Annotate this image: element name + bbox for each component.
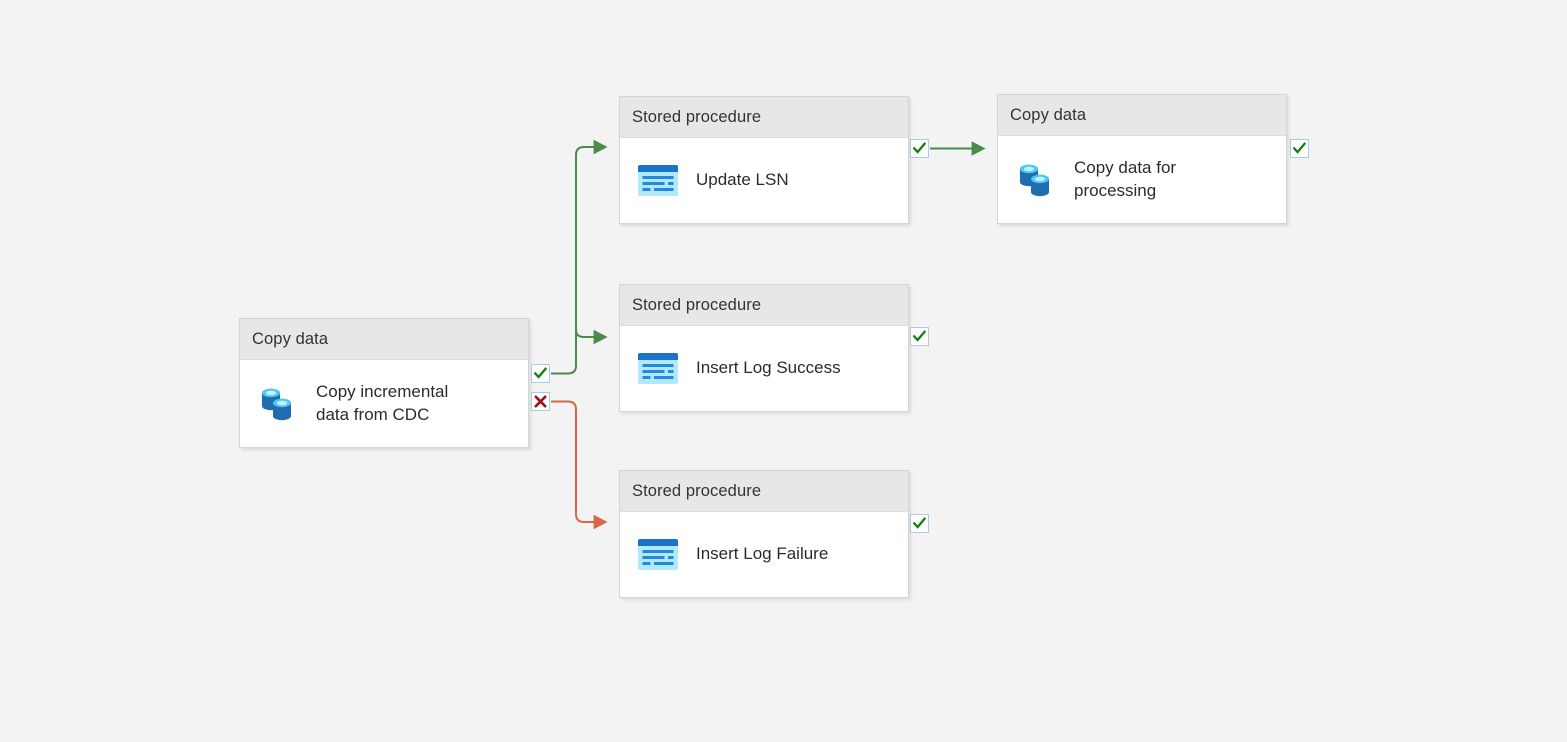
status-badge-success[interactable] — [1290, 139, 1309, 158]
check-icon — [534, 367, 547, 379]
node-name-label: Copy incremental data from CDC — [316, 381, 449, 424]
node-type-label: Stored procedure — [620, 285, 908, 326]
close-icon — [534, 395, 547, 408]
node-name-label: Update LSN — [696, 170, 789, 190]
node-name-label: Insert Log Failure — [696, 544, 829, 564]
activity-node-copy-data-for-processing[interactable]: Copy data Copy data for processing — [997, 94, 1287, 224]
node-type-label: Stored procedure — [620, 97, 908, 138]
copy-data-icon — [1014, 158, 1058, 202]
node-type-label: Copy data — [240, 319, 528, 360]
activity-node-copy-incremental-data-from-cdc[interactable]: Copy data Copy incremental data from CDC — [239, 318, 529, 448]
node-name-label: Insert Log Success — [696, 358, 841, 378]
status-badge-success[interactable] — [531, 364, 550, 383]
node-type-label: Copy data — [998, 95, 1286, 136]
copy-data-icon — [256, 382, 300, 426]
connector-cdc-success-to-update-lsn — [551, 139, 608, 375]
stored-procedure-icon — [636, 347, 680, 391]
status-badge-success[interactable] — [910, 514, 929, 533]
check-icon — [913, 330, 926, 342]
connector-cdc-failure-to-insert-log-failure — [551, 400, 608, 530]
activity-node-insert-log-failure[interactable]: Stored procedure Insert Log Failure — [619, 470, 909, 598]
stored-procedure-icon — [636, 159, 680, 203]
check-icon — [913, 517, 926, 529]
status-badge-failure[interactable] — [531, 392, 550, 411]
node-type-label: Stored procedure — [620, 471, 908, 512]
stored-procedure-icon — [636, 533, 680, 577]
check-icon — [913, 142, 926, 154]
status-badge-success[interactable] — [910, 327, 929, 346]
activity-node-insert-log-success[interactable]: Stored procedure Insert Log Success — [619, 284, 909, 412]
status-badge-success[interactable] — [910, 139, 929, 158]
connector-cdc-success-to-insert-log-success — [575, 329, 608, 345]
node-name-label: Copy data for processing — [1074, 157, 1177, 200]
check-icon — [1293, 142, 1306, 154]
activity-node-update-lsn[interactable]: Stored procedure Update LSN — [619, 96, 909, 224]
